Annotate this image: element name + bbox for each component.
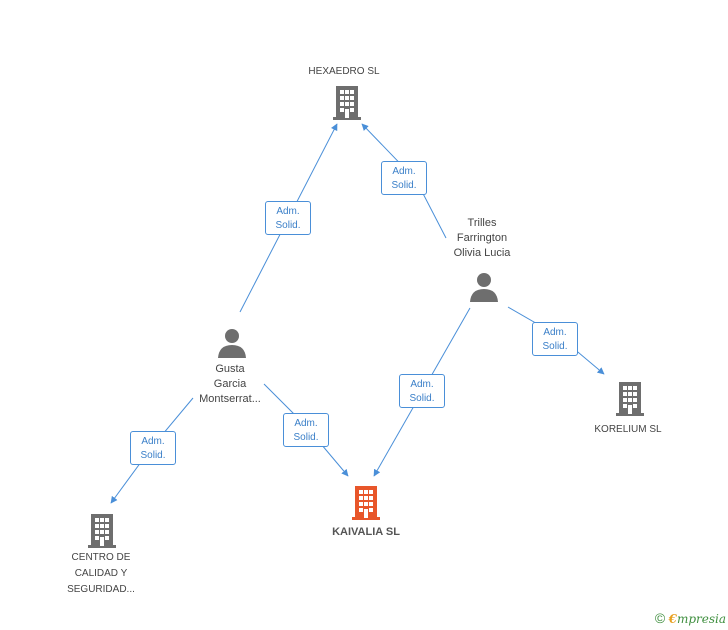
brand-logo: © €mpresia xyxy=(655,610,726,626)
person-icon[interactable] xyxy=(218,328,246,358)
building-icon[interactable] xyxy=(352,486,380,520)
node-label-korelium: KORELIUM SL xyxy=(594,424,662,435)
edge-label-trilles-hexaedro[interactable]: Adm. Solid. xyxy=(381,161,427,195)
node-label-trilles: Trilles Farrington Olivia Lucia xyxy=(453,217,511,259)
node-label-hexaedro: HEXAEDRO SL xyxy=(308,66,380,77)
person-icon[interactable] xyxy=(470,272,498,302)
edge-label-gusta-kaivalia[interactable]: Adm. Solid. xyxy=(283,413,329,447)
brand-e-glyph: € xyxy=(668,612,677,626)
brand-name: mpresia xyxy=(676,612,726,626)
building-icon[interactable] xyxy=(333,86,361,120)
node-label-gusta: Gusta Garcia Montserrat... xyxy=(199,363,261,405)
edge-label-trilles-kaivalia[interactable]: Adm. Solid. xyxy=(399,374,445,408)
building-icon[interactable] xyxy=(616,382,644,416)
edge-label-gusta-centro[interactable]: Adm. Solid. xyxy=(130,431,176,465)
node-label-centro: CENTRO DE CALIDAD Y SEGURIDAD... xyxy=(67,552,135,595)
edge-label-trilles-korelium[interactable]: Adm. Solid. xyxy=(532,322,578,356)
edge-label-gusta-hexaedro[interactable]: Adm. Solid. xyxy=(265,201,311,235)
node-label-kaivalia: KAIVALIA SL xyxy=(332,526,400,538)
copyright-symbol: © xyxy=(654,610,666,626)
building-icon[interactable] xyxy=(88,514,116,548)
